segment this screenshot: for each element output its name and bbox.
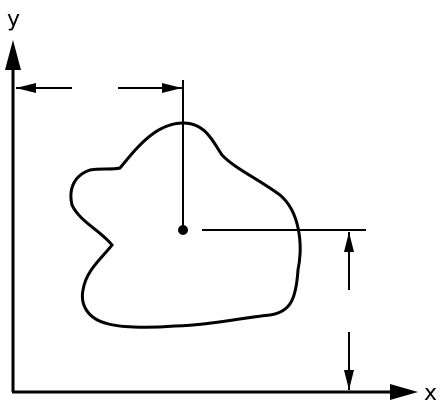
y-axis-label: y [7, 7, 20, 32]
x-axis-label: x [424, 381, 437, 406]
x-axis-arrowhead [390, 384, 418, 400]
irregular-region-outline [69, 121, 302, 329]
centroid-dot [178, 225, 188, 235]
y-axis-arrowhead [5, 40, 21, 70]
